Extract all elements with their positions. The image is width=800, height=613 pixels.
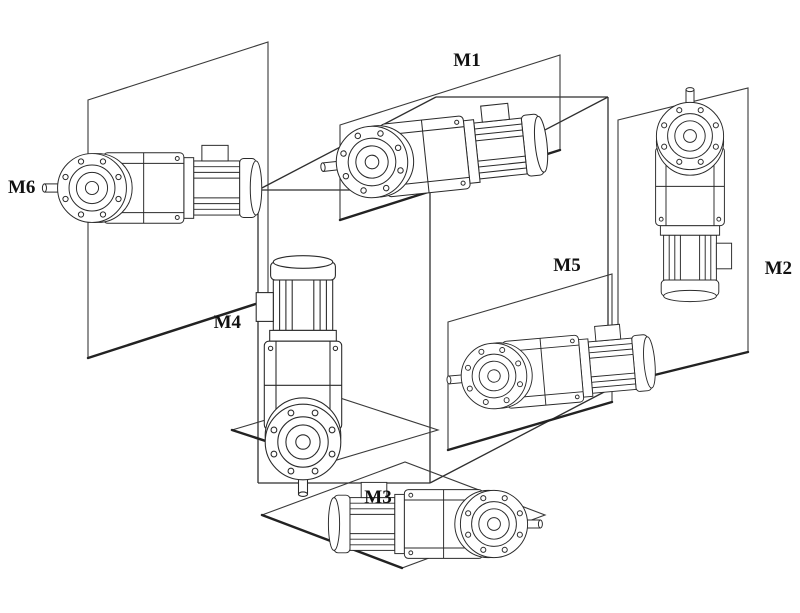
gearmotor-m3 (327, 481, 543, 559)
label-m2: M2 (765, 258, 792, 279)
label-m6: M6 (8, 177, 35, 198)
label-m4: M4 (214, 312, 242, 333)
label-m3: M3 (364, 487, 391, 508)
gearmotor-m2 (655, 87, 733, 303)
label-m1: M1 (453, 50, 480, 71)
gearmotor-m6 (41, 144, 263, 224)
gearmotor-m5 (442, 321, 659, 414)
position-labels: M1 M2 M3 M4 M5 M6 (8, 50, 792, 508)
gearmotor-m1 (315, 99, 552, 205)
gearmotor-m4 (255, 255, 343, 497)
label-m5: M5 (553, 255, 580, 276)
